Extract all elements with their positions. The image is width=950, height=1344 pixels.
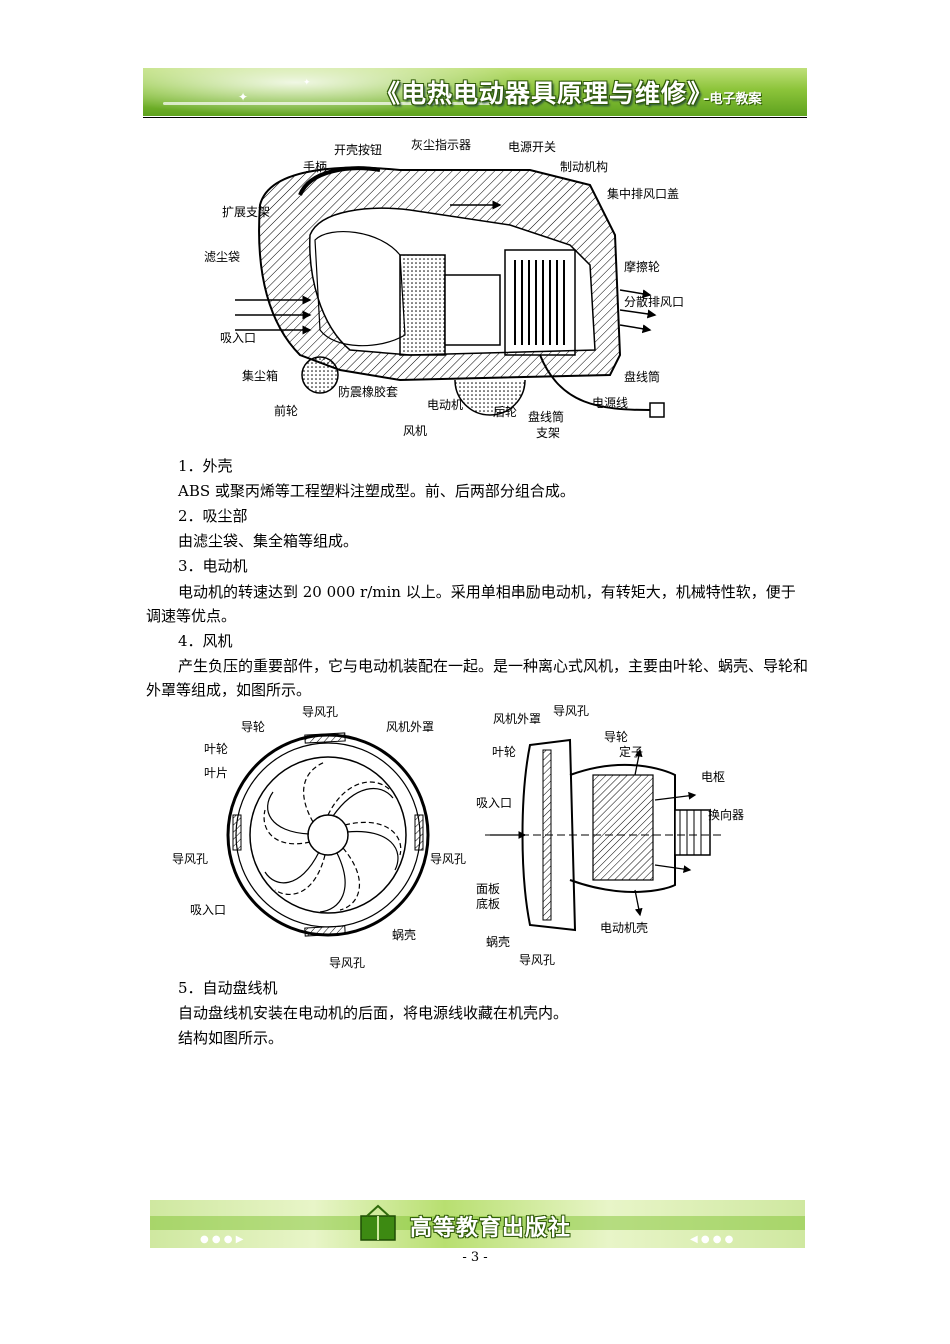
fig3-label-armature: 电枢 — [701, 770, 726, 784]
label-inlet: 吸入口 — [220, 331, 257, 345]
fig2-label-guide-hole-bottom: 导风孔 — [329, 956, 366, 970]
arrow-right-icon: ● ● ● ▶ — [200, 1234, 244, 1245]
label-cord-reel-2: 盘线筒 — [528, 410, 565, 424]
fig3-label-front-plate: 面板 — [476, 882, 501, 896]
fig3-label-stator: 定子 — [619, 745, 644, 759]
label-power-switch: 电源开关 — [508, 140, 557, 154]
fig2-label-impeller: 叶轮 — [204, 742, 229, 756]
label-brake: 制动机构 — [560, 160, 609, 174]
fig2-label-guide-hole-top: 导风孔 — [302, 705, 339, 719]
header-subtitle: –电子教案 — [703, 92, 762, 107]
label-friction-wheel: 摩擦轮 — [624, 260, 661, 274]
label-rubber-sleeve: 防震橡胶套 — [338, 385, 399, 399]
fig3-label-guide-hole-bottom: 导风孔 — [519, 953, 556, 967]
label-open-button: 开壳按钮 — [334, 143, 383, 157]
book-logo-icon — [360, 1204, 396, 1241]
section-2-body: 由滤尘袋、集全箱等组成。 — [178, 532, 359, 550]
fig2-label-guide-wheel: 导轮 — [241, 720, 266, 734]
label-dust-bag: 滤尘袋 — [204, 250, 241, 264]
label-dust-indicator: 灰尘指示器 — [411, 138, 472, 152]
arrow-left-icon: ◀ ● ● ● — [690, 1234, 734, 1245]
star-icon: ✦ — [303, 78, 311, 88]
label-extension-bracket: 扩展支架 — [222, 205, 271, 219]
label-motor: 电动机 — [427, 398, 464, 412]
section-4-body: 产生负压的重要部件，它与电动机装配在一起。是一种离心式风机，主要由叶轮、蜗壳、导… — [146, 657, 809, 699]
vacuum-cleaner-cross-section-figure — [235, 166, 665, 418]
section-1-body: ABS 或聚丙烯等工程塑料注塑成型。前、后两部分组合成。 — [178, 482, 575, 500]
fig3-label-guide-wheel: 导轮 — [604, 730, 629, 744]
fig2-label-guide-hole-left: 导风孔 — [172, 852, 209, 866]
label-power-cord: 电源线 — [592, 396, 629, 410]
fig3-label-impeller: 叶轮 — [492, 745, 517, 759]
fan-front-view-figure — [226, 732, 430, 937]
header-title: 《电热电动器具原理与维修》 — [375, 79, 714, 108]
section-1-heading: 1．外壳 — [178, 457, 233, 475]
fig3-label-base-plate: 底板 — [476, 897, 501, 911]
fig3-label-inlet: 吸入口 — [476, 796, 513, 810]
fig2-label-guide-hole-right: 导风孔 — [430, 852, 467, 866]
label-fan: 风机 — [403, 424, 428, 438]
label-dust-box: 集尘箱 — [242, 369, 279, 383]
section-3-body: 电动机的转速达到 20 000 r/min 以上。采用单相串励电动机，有转矩大，… — [146, 583, 796, 625]
section-5-heading: 5．自动盘线机 — [178, 979, 278, 997]
page-number: - 3 - — [462, 1250, 488, 1265]
section-5-body-2: 结构如图所示。 — [178, 1029, 284, 1047]
section-2-heading: 2．吸尘部 — [178, 507, 248, 525]
fig3-label-commutator: 换向器 — [708, 808, 745, 822]
label-exhaust-cover: 集中排风口盖 — [607, 187, 680, 201]
header-banner: ✦ ✦ 《电热电动器具原理与维修》 –电子教案 — [143, 68, 807, 116]
fig2-label-volute: 蜗壳 — [392, 928, 417, 942]
label-bracket: 支架 — [536, 426, 561, 440]
section-4-heading: 4．风机 — [178, 632, 233, 650]
fig3-label-motor-housing: 电动机壳 — [600, 921, 649, 935]
footer-publisher: 高等教育出版社 — [410, 1216, 572, 1241]
fan-motor-section-figure — [485, 738, 725, 932]
fig2-label-inlet: 吸入口 — [190, 903, 227, 917]
section-3-heading: 3．电动机 — [178, 557, 248, 575]
footer-banner: 高等教育出版社 ● ● ● ▶ ◀ ● ● ● — [150, 1200, 805, 1248]
header-divider — [143, 117, 807, 118]
label-front-wheel: 前轮 — [274, 404, 299, 418]
section-5-body-1: 自动盘线机安装在电动机的后面，将电源线收藏在机壳内。 — [178, 1004, 569, 1022]
star-icon: ✦ — [238, 90, 249, 104]
label-cord-reel: 盘线筒 — [624, 370, 661, 384]
label-rear-wheel: 后轮 — [493, 405, 518, 419]
label-handle: 手柄 — [303, 160, 328, 174]
fig3-label-fan-cover: 风机外罩 — [493, 712, 542, 726]
fig3-label-guide-hole-top: 导风孔 — [553, 704, 590, 718]
fig3-label-volute: 蜗壳 — [486, 935, 511, 949]
fig2-label-blade: 叶片 — [204, 766, 229, 780]
fig2-label-fan-cover: 风机外罩 — [386, 720, 435, 734]
label-scatter-exhaust: 分散排风口 — [624, 295, 685, 309]
